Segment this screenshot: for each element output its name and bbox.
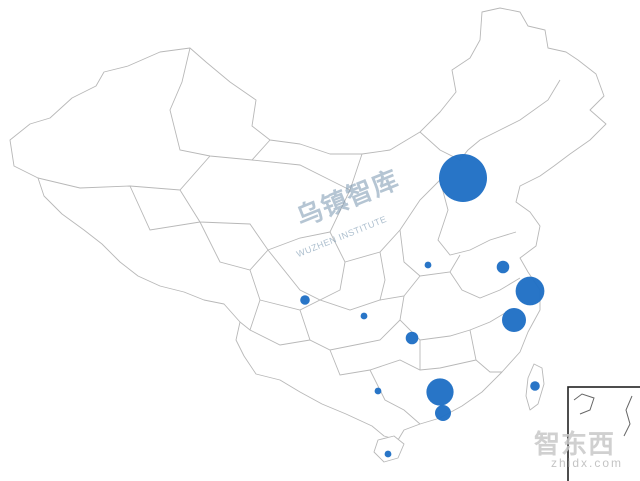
inset-coastline <box>573 393 633 437</box>
hainan-outline <box>373 435 405 463</box>
province-border <box>379 251 386 301</box>
bubble-hainan <box>384 450 392 458</box>
bubble-shanghai <box>515 276 545 306</box>
bubble-jiangsu <box>496 260 510 274</box>
province-border <box>249 329 311 346</box>
province-border <box>129 185 201 231</box>
bubble-hunan <box>405 331 419 345</box>
province-border <box>179 189 331 251</box>
province-border <box>369 369 421 425</box>
watermark-corner-cn: 智东西 <box>534 430 616 460</box>
bubble-beijing <box>439 154 487 202</box>
bubble-chongqing <box>360 312 368 320</box>
watermark-corner-en: zhidx.com <box>551 456 624 470</box>
province-border <box>329 349 477 376</box>
bubble-taiwan <box>530 381 540 391</box>
province-border <box>449 271 521 299</box>
province-border <box>419 79 561 161</box>
bubble-guangdong <box>426 378 454 406</box>
province-border <box>469 329 502 373</box>
bubble-shenzhen <box>435 405 451 421</box>
province-border <box>239 269 261 331</box>
bubble-layer <box>300 154 545 458</box>
province-border <box>437 179 517 256</box>
province-border <box>329 153 441 263</box>
bubble-zhejiang <box>502 308 526 332</box>
bubble-guangxi <box>374 387 382 395</box>
bubble-sichuan <box>300 295 310 305</box>
south-china-sea-inset <box>567 386 640 481</box>
province-border <box>251 159 351 191</box>
province-border <box>299 309 401 351</box>
china-outline <box>9 7 607 441</box>
bubble-henan <box>424 261 432 269</box>
province-border <box>199 221 269 271</box>
